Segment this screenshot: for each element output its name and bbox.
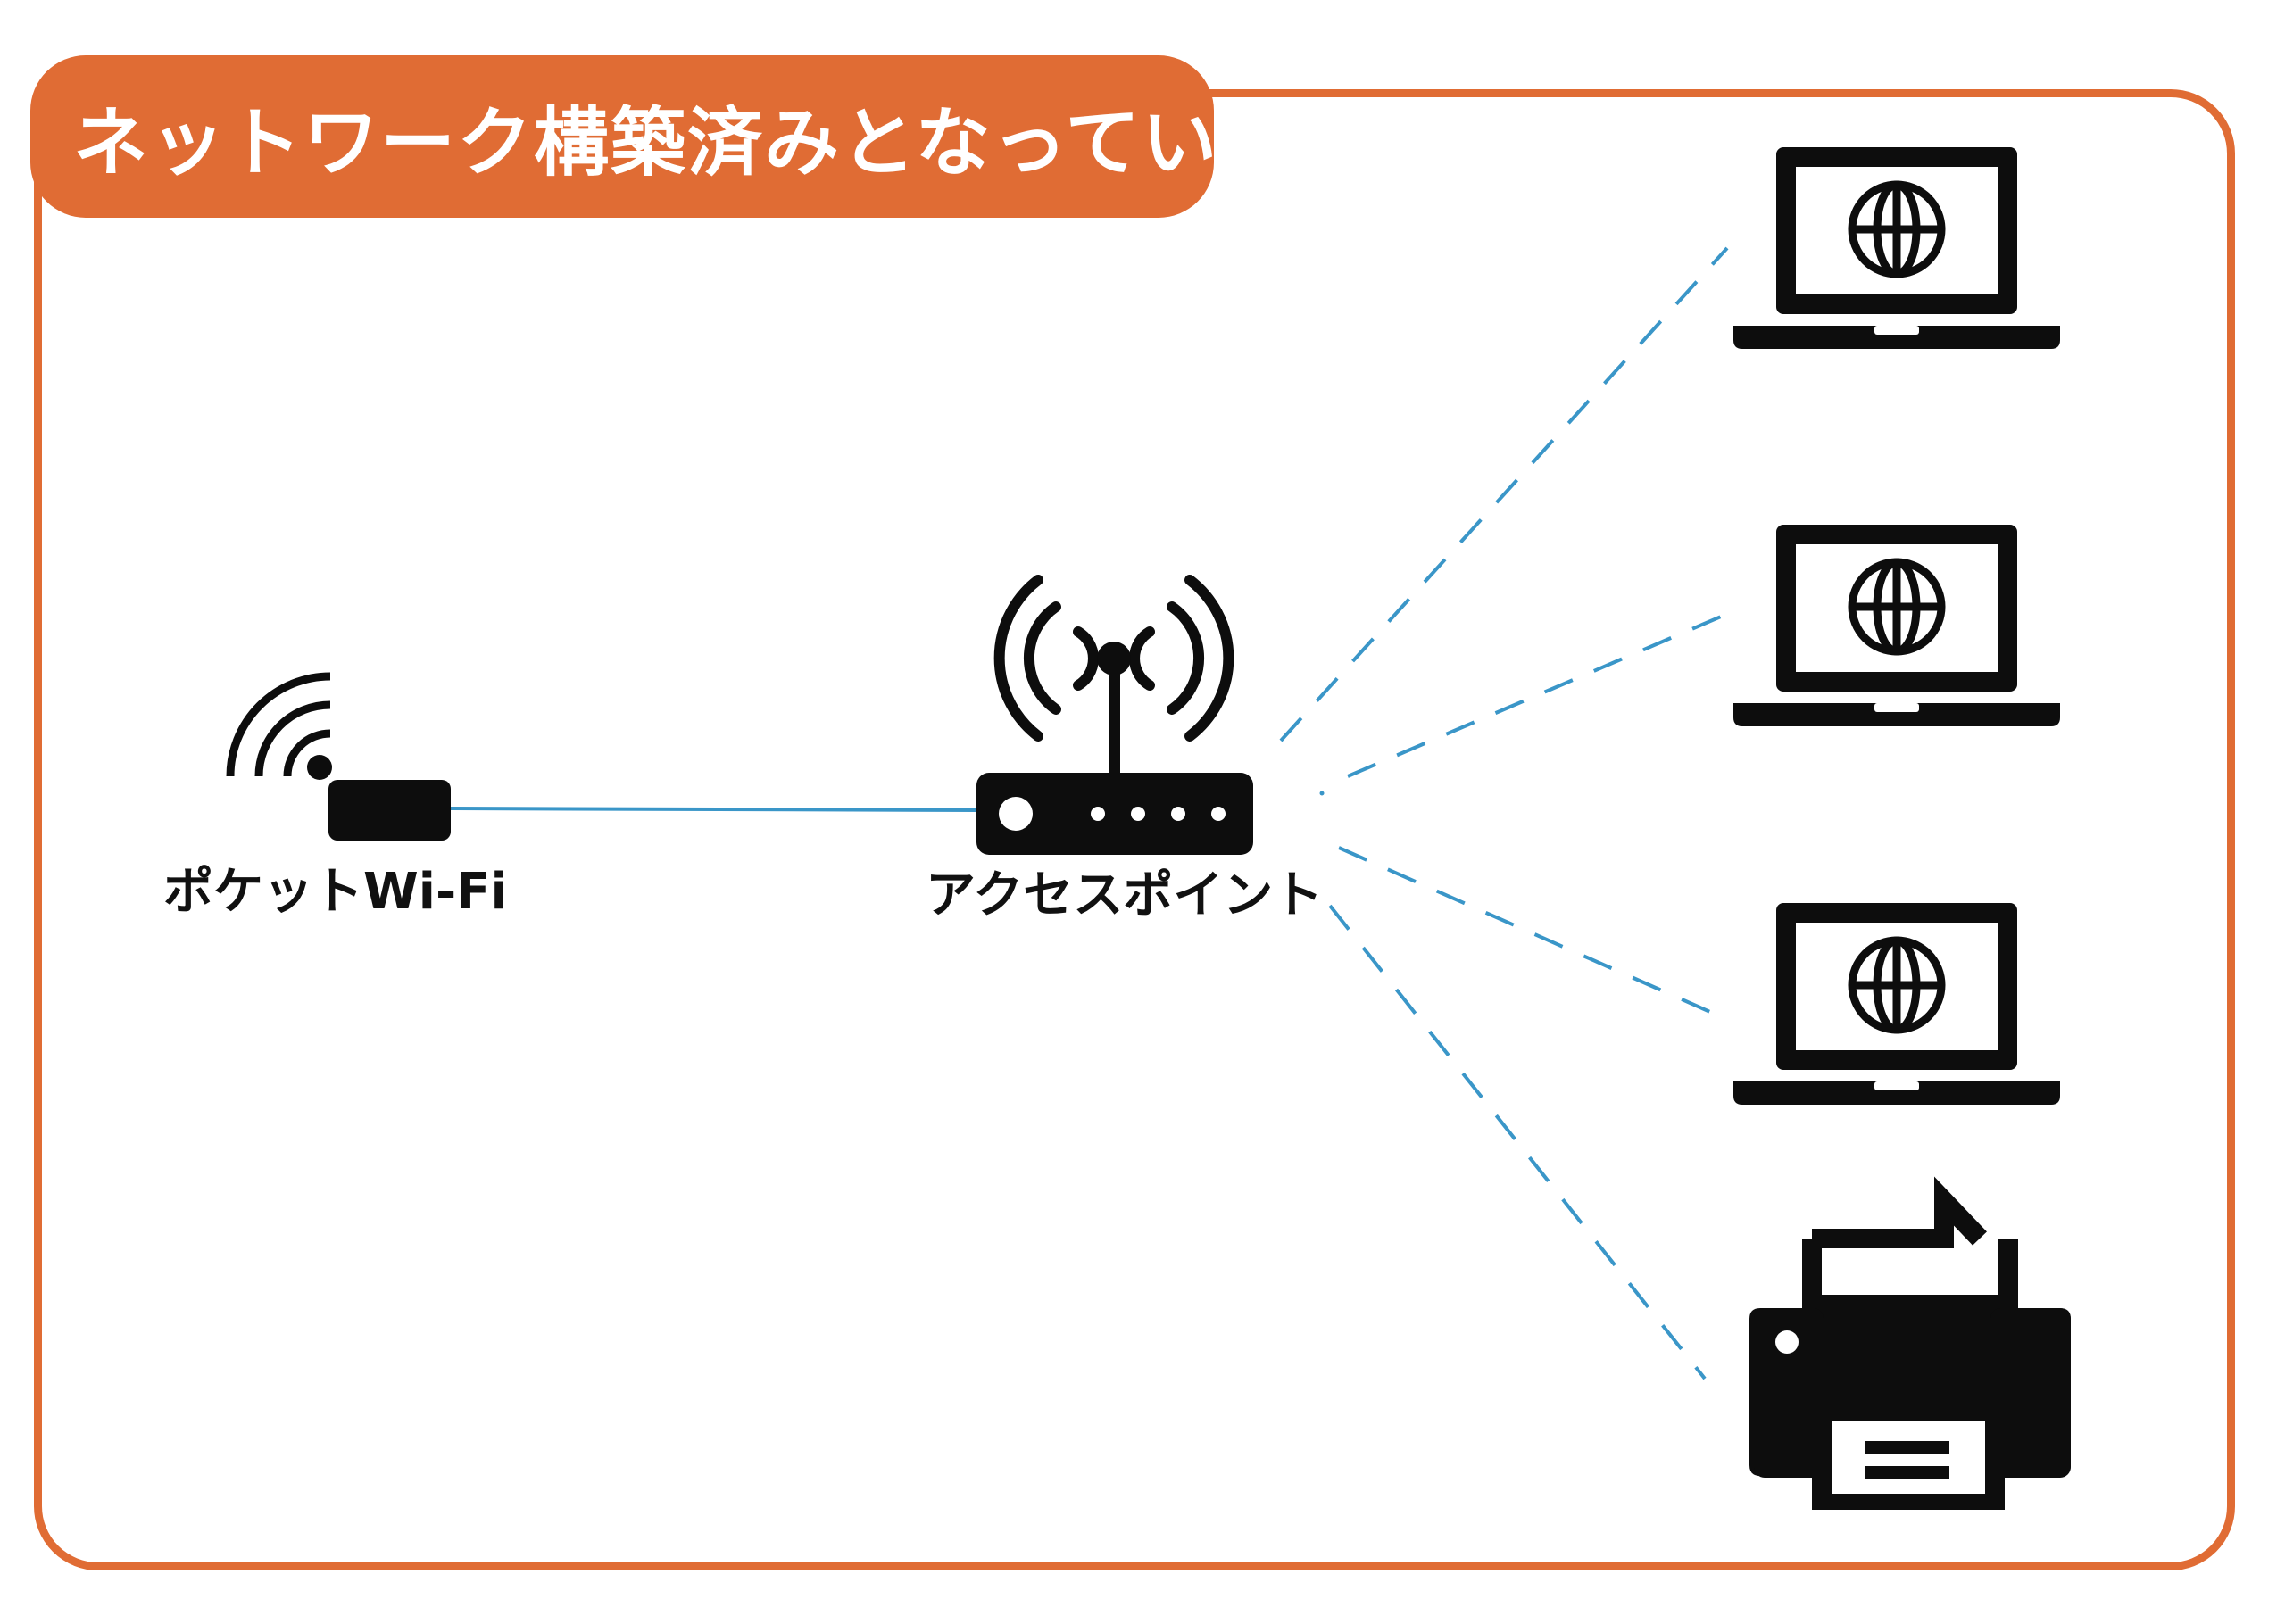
access-point-label: アクセスポイント [926, 866, 1323, 924]
wireless-link-laptop-2 [1347, 612, 1728, 778]
access-point-icon [976, 575, 1253, 855]
laptop-globe-icon [1733, 147, 2060, 349]
wireless-link-printer [1328, 904, 1707, 1380]
wireless-link-laptop-1 [1279, 246, 1729, 742]
page-title: ネットワーク構築済みとなっています [73, 98, 1373, 186]
wireless-link-laptop-3 [1338, 846, 1719, 1017]
wifi-router-icon [226, 672, 451, 841]
wireless-links [1279, 246, 1729, 1380]
link-dot [1319, 791, 1325, 796]
wired-link [450, 807, 978, 812]
pocket-wifi-label: ポケットWi-Fi [163, 863, 508, 921]
title-banner: ネットワーク構築済みとなっています [30, 55, 1370, 218]
laptop-globe-icon [1733, 525, 2060, 726]
laptop-globe-icon [1733, 903, 2060, 1105]
printer-icon [1749, 1176, 2071, 1510]
